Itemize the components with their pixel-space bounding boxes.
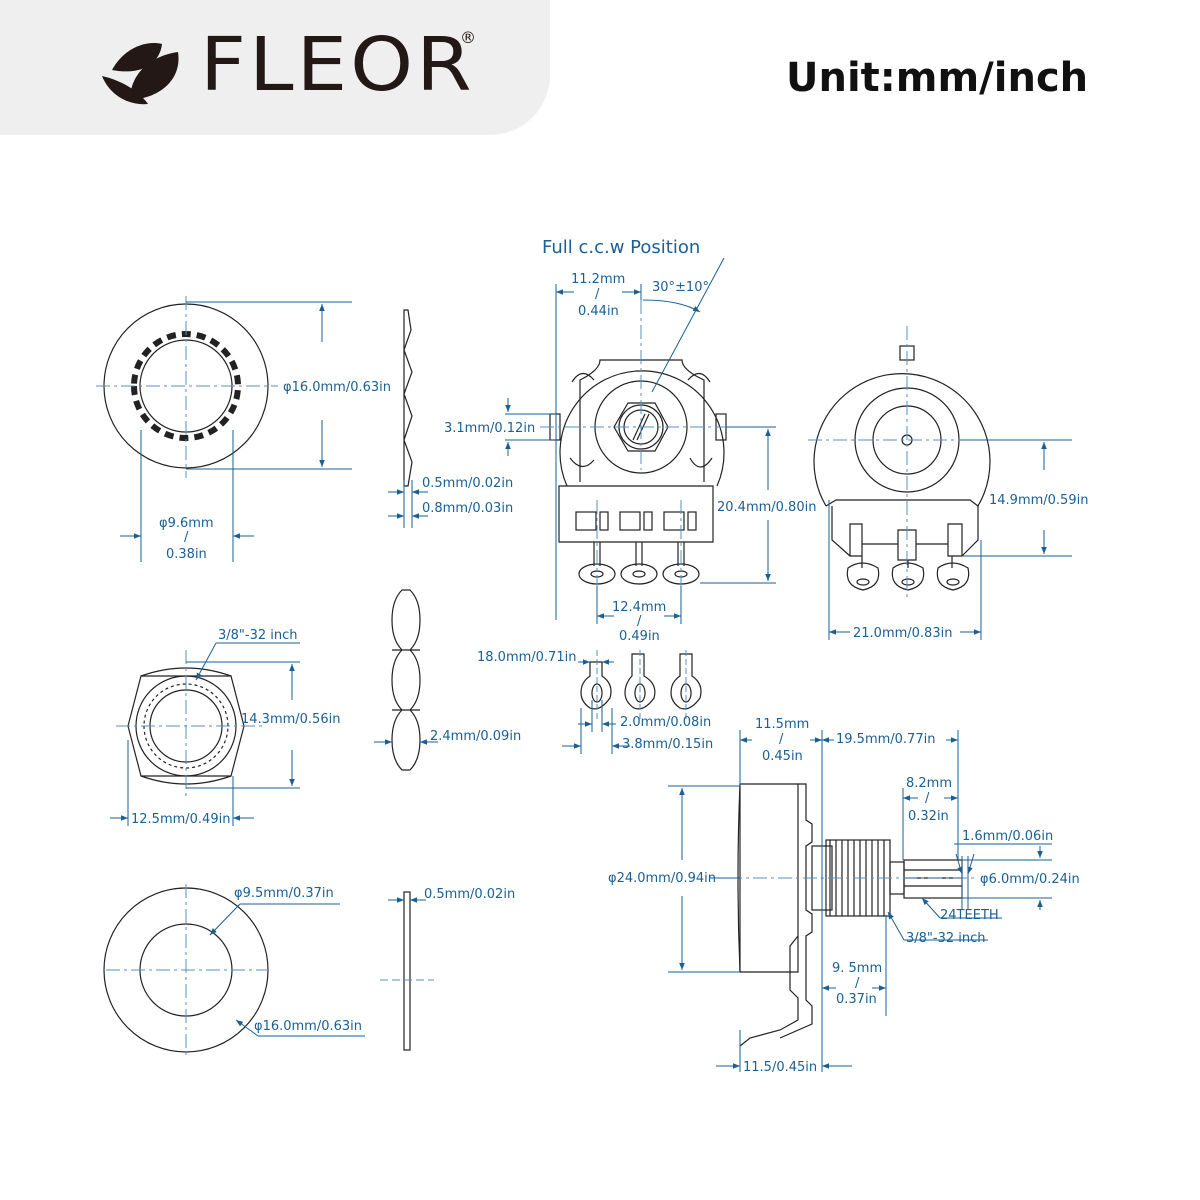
solder-lugs xyxy=(580,653,702,710)
nut-thick-dim: 2.4mm/0.09in xyxy=(430,729,521,744)
side-width-dim: 21.0mm/0.83in xyxy=(853,626,952,641)
pin-span-dim-in: 0.49in xyxy=(619,629,660,644)
pot-front xyxy=(549,359,727,585)
body-height-dim: 20.4mm/0.80in xyxy=(717,500,816,515)
bushing-thread-dim: 3/8"-32 inch xyxy=(906,931,986,946)
nut-width-dim: 12.5mm/0.49in xyxy=(131,812,230,827)
lock-washer-inner-dim-in: 0.38in xyxy=(166,547,207,562)
flat-washer-side-dims xyxy=(380,897,434,981)
ccw-title: Full c.c.w Position xyxy=(542,237,700,258)
offset-dim-mm: 11.2mm xyxy=(571,272,625,287)
shaft-dia-dim: φ6.0mm/0.24in xyxy=(980,872,1080,887)
unit-label: Unit:mm/inch xyxy=(786,55,1089,101)
shaft-body-dim-slash: / xyxy=(779,732,784,747)
lock-washer-thick1-dim: 0.5mm/0.02in xyxy=(422,476,513,491)
teeth-dim: 24TEETH xyxy=(940,908,999,923)
pot-front-centerlines xyxy=(540,300,745,600)
shaft-body-dim-in: 0.45in xyxy=(762,749,803,764)
angle-dim: 30°±10° xyxy=(652,280,709,295)
shaft-knurl-dim-in: 0.32in xyxy=(908,809,949,824)
flat-washer-centerlines xyxy=(106,884,268,1056)
flat-washer-dims xyxy=(209,903,365,1037)
header-panel xyxy=(0,0,550,135)
lug-width-dim: 3.8mm/0.15in xyxy=(622,737,713,752)
bushing-len-dim-slash: / xyxy=(855,976,860,991)
offset-dim-slash: / xyxy=(595,287,600,302)
hex-nut-dims xyxy=(110,642,300,826)
nut-thread-dim: 3/8"-32 inch xyxy=(218,628,298,643)
hex-nut-centerlines xyxy=(116,650,262,800)
lock-washer-inner-dim-slash: / xyxy=(184,530,189,545)
nut-across-dim: 14.3mm/0.56in xyxy=(241,712,340,727)
shaft-knurl-dim-mm: 8.2mm xyxy=(906,776,952,791)
flat-washer-side xyxy=(403,891,411,1051)
shaft-knurl-dim-slash: / xyxy=(925,791,930,806)
washer-thick-dim: 0.5mm/0.02in xyxy=(424,887,515,902)
lock-washer-outer-dim: φ16.0mm/0.63in xyxy=(283,380,391,395)
bracket-dim: 11.5/0.45in xyxy=(743,1060,817,1075)
washer-inner-dim: φ9.5mm/0.37in xyxy=(234,886,334,901)
pin-span-dim-mm: 12.4mm xyxy=(612,600,666,615)
shaft-body-dim-mm: 11.5mm xyxy=(755,717,809,732)
lock-washer-inner-dim-mm: φ9.6mm xyxy=(159,516,214,531)
side-height-dim: 14.9mm/0.59in xyxy=(989,493,1088,508)
tab-height-dim: 3.1mm/0.12in xyxy=(444,421,535,436)
washer-outer-dim: φ16.0mm/0.63in xyxy=(254,1019,362,1034)
bushing-len-dim-mm: 9. 5mm xyxy=(832,961,882,976)
hex-nut-side xyxy=(391,589,421,771)
leaf-logo-icon xyxy=(102,43,179,105)
solder-lug-dims xyxy=(562,659,630,754)
lock-washer-side xyxy=(403,309,413,487)
case-dia-dim: φ24.0mm/0.94in xyxy=(608,871,716,886)
lock-washer-thick2-dim: 0.8mm/0.03in xyxy=(422,501,513,516)
pot-profile-dims xyxy=(668,730,1052,1072)
lock-washer-centerlines xyxy=(96,296,278,478)
pot-rear xyxy=(813,345,991,591)
registered-mark: ® xyxy=(460,28,476,47)
pin-span-dim-slash: / xyxy=(637,614,642,629)
solder-lug-centerlines xyxy=(596,650,687,720)
pot-rear-centerlines xyxy=(808,326,1000,600)
shaft-slot-dim: 1.6mm/0.06in xyxy=(962,829,1053,844)
brand-logo-text: FLEOR xyxy=(200,22,475,108)
offset-dim-in: 0.44in xyxy=(578,304,619,319)
shaft-total-dim: 19.5mm/0.77in xyxy=(836,732,935,747)
pot-rear-dims xyxy=(828,439,1072,640)
pot-front-dims xyxy=(505,257,776,624)
lock-washer-side-dims xyxy=(388,480,428,528)
lock-washer-dimension-lines xyxy=(120,301,352,562)
bushing-len-dim-in: 0.37in xyxy=(836,992,877,1007)
lug-hole-dim: 2.0mm/0.08in xyxy=(620,715,711,730)
lug-18-dim: 18.0mm/0.71in xyxy=(477,650,576,665)
